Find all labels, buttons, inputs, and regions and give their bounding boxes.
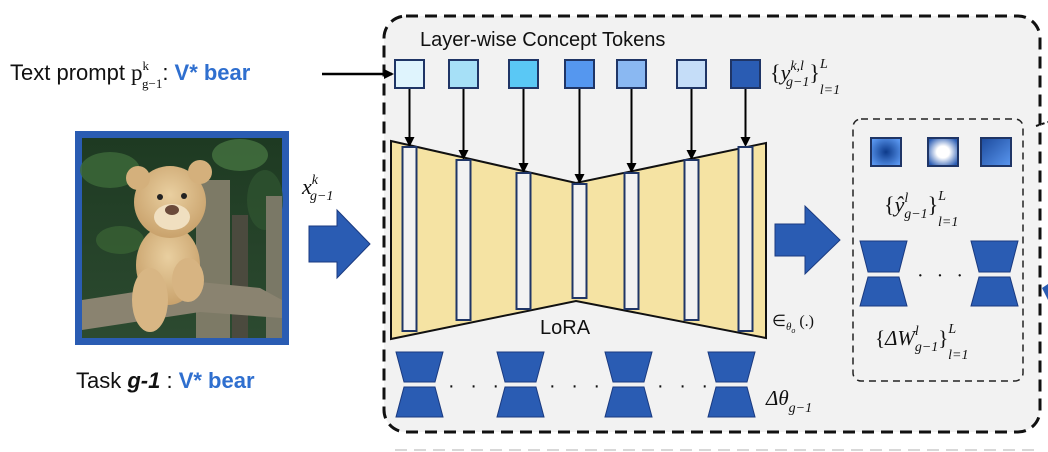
unet-layer-bar-4 <box>571 183 588 299</box>
unet-layer-bar-2 <box>455 159 472 321</box>
output-token-2 <box>927 137 959 167</box>
output-lora-left <box>859 240 908 307</box>
lora-hourglass-3 <box>604 351 653 418</box>
lora-row: · · · · · · · · · <box>395 351 756 418</box>
task-label: Task g-1 : V* bear <box>76 368 255 393</box>
output-token-1 <box>870 137 902 167</box>
unet-layers <box>401 89 754 332</box>
unet-layer-bar-6 <box>683 159 700 321</box>
lora-hourglass-2 <box>496 351 545 418</box>
task-image <box>75 131 289 345</box>
concept-token-7 <box>730 59 761 89</box>
lora-hourglass-4 <box>707 351 756 418</box>
concept-tokens <box>394 59 761 89</box>
edge-arrow <box>1042 284 1048 300</box>
output-dots: · · · <box>917 265 967 287</box>
unet-layer-bar-7 <box>737 146 754 332</box>
lora-delta-label: Δθg−1 <box>765 386 812 416</box>
lora-hourglass-1 <box>395 351 444 418</box>
concept-token-3 <box>508 59 539 89</box>
unet-layer-bar-5 <box>623 172 640 310</box>
output-token-3 <box>980 137 1012 167</box>
concept-token-1 <box>394 59 425 89</box>
model-label: ∈θo (.) <box>772 313 814 335</box>
concept-token-4 <box>564 59 595 89</box>
lora-dots-3: · · · <box>657 375 713 397</box>
output-panel <box>852 118 1024 382</box>
lora-label: LoRA <box>540 317 591 339</box>
concept-token-6 <box>676 59 707 89</box>
edge-connector <box>1035 121 1048 127</box>
concept-token-5 <box>616 59 647 89</box>
lora-dots-2: · · · <box>549 375 605 397</box>
panel-title: Layer-wise Concept Tokens <box>420 29 665 51</box>
output-arrow <box>774 204 841 276</box>
concept-token-2 <box>448 59 479 89</box>
lora-dots-1: · · · <box>448 375 504 397</box>
input-arrow <box>308 208 371 280</box>
unet-layer-bar-3 <box>515 172 532 310</box>
output-lora-right <box>970 240 1019 307</box>
unet-layer-bar-1 <box>401 146 418 332</box>
